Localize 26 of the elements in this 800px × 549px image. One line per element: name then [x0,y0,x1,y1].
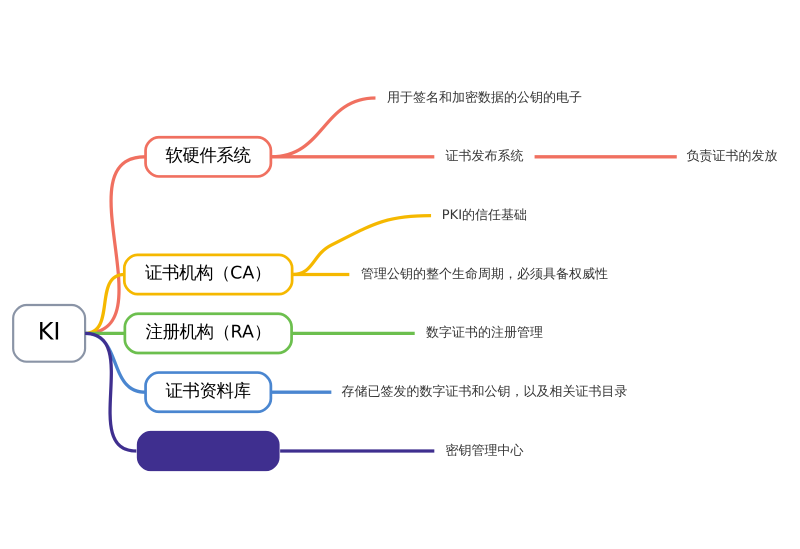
connector [85,332,124,335]
connector [84,332,137,453]
node-box: 注册机构（RA） [124,312,293,354]
node-box [136,430,280,472]
node-text: 存储已签发的数字证书和公钥，以及相关证书目录 [341,384,628,400]
connector [292,272,350,276]
node-box: 软硬件系统 [144,136,272,178]
connector [292,332,415,335]
connector [84,155,146,335]
connector [84,332,146,394]
node-text: 负责证书的发放 [686,149,778,164]
connector [84,272,125,335]
connector [534,155,677,158]
connector [292,214,432,276]
node-text: 证书发布系统 [445,149,524,164]
node-box: 证书机构（CA） [122,254,294,296]
node-text: 用于签名和加密数据的公钥的电子 [386,90,582,106]
connector [271,390,332,394]
node-text: 密钥管理中心 [445,443,524,458]
node-text: 管理公钥的整个生命周期，必须具备权威性 [360,266,608,282]
node-box: 证书资料库 [144,371,272,414]
node-box: KI [12,304,86,363]
connector [280,449,434,453]
node-text: 数字证书的注册管理 [426,326,543,341]
connector [271,155,434,158]
node-text: PKI的信任基础 [442,208,528,224]
